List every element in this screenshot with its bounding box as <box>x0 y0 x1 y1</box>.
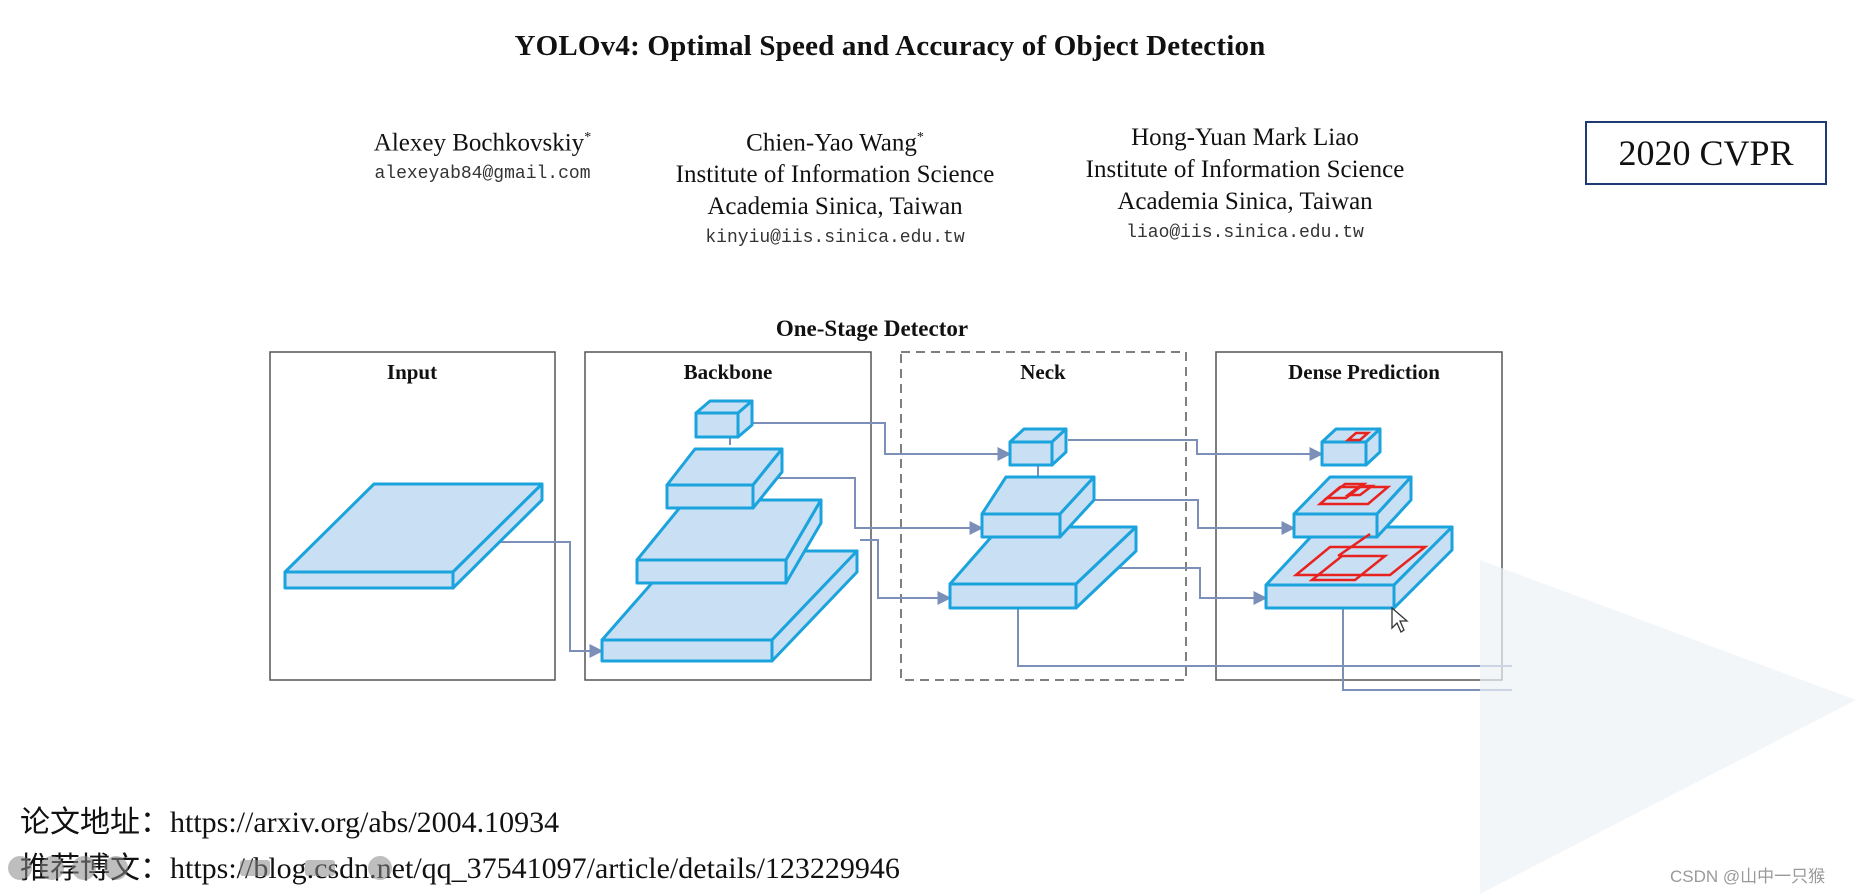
panel-backbone <box>584 351 872 681</box>
control-icon[interactable] <box>40 856 64 880</box>
architecture-diagram: One-Stage Detector Input Backbone Neck D… <box>269 316 1512 691</box>
connector-line <box>1118 567 1268 605</box>
panel-label-input: Input <box>387 360 437 384</box>
feature-map-block <box>1008 427 1068 467</box>
paper-link[interactable]: https://arxiv.org/abs/2004.10934 <box>170 806 560 839</box>
panel-dense-prediction <box>1215 351 1503 681</box>
control-icon[interactable] <box>104 856 128 880</box>
bounding-box <box>1344 431 1372 442</box>
figure-heading: One-Stage Detector <box>776 316 968 341</box>
bounding-box <box>1308 554 1389 582</box>
author-email: alexeyab84@gmail.com <box>374 164 591 185</box>
watermark: CSDN @山中一只猴 <box>1670 867 1826 886</box>
feature-map-block <box>694 399 754 439</box>
paper-title: YOLOv4: Optimal Speed and Accuracy of Ob… <box>514 30 1266 62</box>
author-email: liao@iis.sinica.edu.tw <box>1126 223 1364 243</box>
control-icon[interactable] <box>368 856 392 880</box>
bounding-box <box>1292 545 1429 577</box>
panel-input <box>269 351 556 681</box>
connector-line <box>860 539 952 605</box>
bounding-box <box>1344 484 1376 497</box>
connector-line <box>752 422 1012 461</box>
feature-map-block <box>283 482 544 590</box>
author-3: Hong-Yuan Mark Liao Institute of Informa… <box>1050 122 1440 248</box>
feature-map-block <box>635 498 823 585</box>
author-name: Hong-Yuan Mark Liao <box>1131 124 1359 151</box>
panel-label-neck: Neck <box>1020 360 1066 384</box>
connector-line <box>1068 439 1324 461</box>
bounding-box <box>1323 482 1368 500</box>
author-affiliation: Academia Sinica, Taiwan <box>707 193 963 221</box>
connector-line <box>1090 499 1296 535</box>
control-icon[interactable] <box>8 856 32 880</box>
mouse-cursor-icon <box>1391 606 1409 633</box>
player-controls <box>8 856 392 880</box>
author-name: Chien-Yao Wang* <box>746 129 924 157</box>
feature-blocks <box>283 399 1454 663</box>
feature-map-block <box>665 447 784 510</box>
author-1: Alexey Bochkovskiy* alexeyab84@gmail.com <box>340 122 625 189</box>
blog-link[interactable]: https://blog.csdn.net/qq_37541097/articl… <box>170 852 900 885</box>
panel-label-backbone: Backbone <box>684 360 773 384</box>
panel-label-dense-prediction: Dense Prediction <box>1288 360 1440 384</box>
author-email: kinyiu@iis.sinica.edu.tw <box>705 228 965 249</box>
play-overlay-icon <box>1480 560 1856 894</box>
author-2: Chien-Yao Wang* Institute of Information… <box>640 122 1030 253</box>
paper-link-label: 论文地址： <box>20 806 170 839</box>
bounding-box <box>1337 532 1371 558</box>
author-affiliation: Academia Sinica, Taiwan <box>1117 188 1373 215</box>
blog-link-row: 推荐博文：https://blog.csdn.net/qq_37541097/a… <box>20 846 900 892</box>
panel-neck <box>900 351 1187 681</box>
prediction-boxes <box>1292 431 1429 582</box>
connector-line <box>1017 600 1512 667</box>
connector-line <box>775 477 984 535</box>
connectors <box>500 419 1512 691</box>
control-icon[interactable] <box>72 856 96 880</box>
author-affiliation: Institute of Information Science <box>1085 156 1405 183</box>
feature-map-block <box>948 525 1138 610</box>
feature-map-block <box>1264 525 1454 610</box>
connector-line <box>500 541 604 658</box>
footer-links: 论文地址：https://arxiv.org/abs/2004.10934 推荐… <box>20 800 900 892</box>
author-affiliation: Institute of Information Science <box>675 161 995 189</box>
paper-link-row: 论文地址：https://arxiv.org/abs/2004.10934 <box>20 800 900 846</box>
control-icon[interactable] <box>240 860 270 876</box>
control-icon[interactable] <box>305 860 335 876</box>
venue-badge: 2020 CVPR <box>1585 121 1827 185</box>
feature-map-block <box>980 475 1096 539</box>
author-name: Alexey Bochkovskiy* <box>373 129 592 157</box>
feature-map-block <box>1320 427 1382 467</box>
